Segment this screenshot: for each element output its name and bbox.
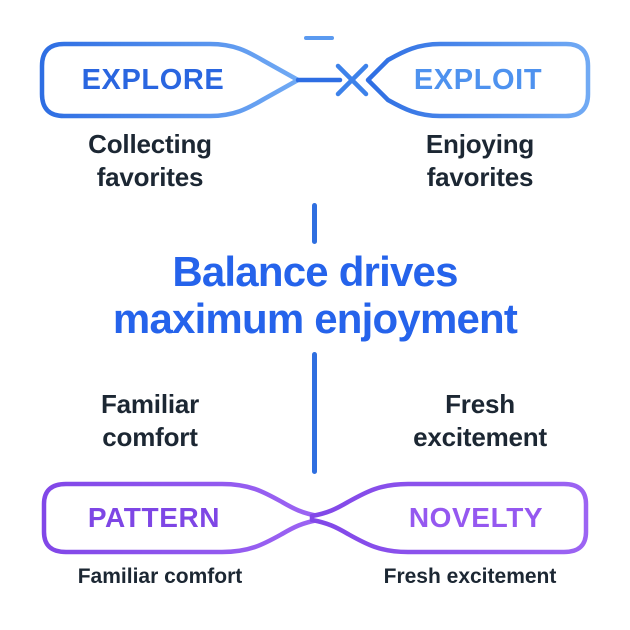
enjoying-favorites-caption: Enjoying favorites xyxy=(425,129,535,192)
exploit-shape xyxy=(365,41,591,119)
pattern-novelty-graphic xyxy=(41,481,589,555)
collecting-favorites-caption: Collecting favorites xyxy=(88,129,212,192)
pattern-label: PATTERN xyxy=(87,502,221,533)
cross-connector-icon xyxy=(335,63,369,97)
bottom-fresh-excitement-caption: Fresh excitement xyxy=(383,565,557,588)
vertical-line-bottom xyxy=(312,352,317,474)
heading-line-2: maximum enjoyment xyxy=(112,295,518,342)
center-heading: Balance drives maximum enjoyment xyxy=(0,248,630,342)
vertical-line-top xyxy=(312,203,317,244)
familiar-comfort-caption: Familiar comfort xyxy=(100,389,200,452)
novelty-label: NOVELTY xyxy=(408,502,544,533)
explore-shape xyxy=(39,41,301,119)
bottom-familiar-comfort-caption: Familiar comfort xyxy=(77,565,243,588)
novelty-shape xyxy=(309,481,589,555)
explore-label: EXPLORE xyxy=(81,63,225,96)
pattern-shape xyxy=(41,481,321,555)
explore-exploit-graphic xyxy=(39,36,591,119)
heading-line-1: Balance drives xyxy=(172,248,458,295)
exploit-label: EXPLOIT xyxy=(413,63,543,96)
fresh-excitement-caption: Fresh excitement xyxy=(413,389,547,452)
